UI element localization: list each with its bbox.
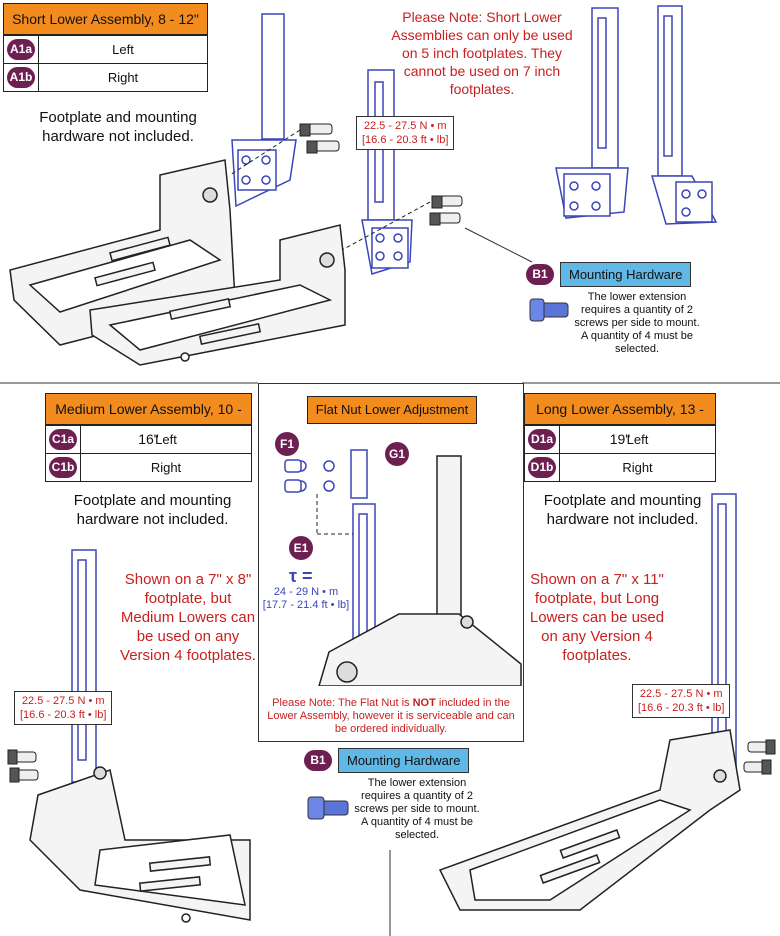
callout-g1: G1 [385, 442, 409, 466]
mounting-hardware-title: Mounting Hardware [338, 748, 470, 773]
medium-torque-spec: 22.5 - 27.5 N • m [16.6 - 20.3 ft • lb] [14, 691, 113, 725]
table-row: A1a Left [4, 35, 207, 63]
long-torque-spec: 22.5 - 27.5 N • m [16.6 - 20.3 ft • lb] [632, 684, 731, 718]
part-code-badge: A1b [7, 67, 35, 88]
table-row: C1b Right [46, 453, 251, 481]
long-lower-note: Footplate and mounting hardware not incl… [543, 492, 702, 528]
mounting-hardware-text: The lower extension requires a quantity … [574, 291, 700, 355]
side-label: Right [559, 454, 715, 481]
torque-nm: 22.5 - 27.5 N • m [363, 120, 447, 132]
part-code-badge: B1 [526, 264, 554, 285]
mounting-hardware-text: The lower extension requires a quantity … [354, 777, 480, 841]
torque-nm: 24 - 29 N • m [273, 586, 339, 598]
part-code-badge: B1 [304, 750, 332, 771]
torque-ftlb: [16.6 - 20.3 ft • lb] [20, 709, 107, 721]
part-code-badge: A1a [7, 39, 35, 60]
flat-nut-note-end: included in the Lower Assembly, however … [267, 697, 515, 735]
callout-f1: F1 [275, 432, 299, 456]
side-label: Left [80, 426, 251, 453]
medium-lower-shown-note: Shown on a 7" x 8" footplate, but Medium… [120, 571, 256, 664]
flat-nut-note-bold: NOT [412, 697, 436, 709]
side-label: Right [80, 454, 251, 481]
flat-nut-note: Please Note: The Flat Nut is NOT include… [267, 697, 515, 736]
mounting-hardware-card-top: B1 Mounting Hardware The lower extension… [526, 262, 706, 356]
medium-lower-table: Medium Lower Assembly, 10 - 16" C1a Left… [45, 393, 252, 482]
medium-lower-note: Footplate and mounting hardware not incl… [73, 492, 232, 528]
flat-nut-header: Flat Nut Lower Adjustment [307, 396, 477, 424]
table-row: A1b Right [4, 63, 207, 91]
torque-nm: 22.5 - 27.5 N • m [639, 688, 723, 700]
torque-ftlb: [16.6 - 20.3 ft • lb] [362, 134, 449, 146]
medium-lower-illustration [7, 549, 251, 923]
part-code-badge: C1a [49, 429, 77, 450]
torque-ftlb: [16.6 - 20.3 ft • lb] [638, 702, 725, 714]
mounting-hardware-card-bottom: B1 Mounting Hardware The lower extension… [304, 748, 484, 842]
table-row: C1a Left [46, 425, 251, 453]
short-lower-header: Short Lower Assembly, 8 - 12" [4, 4, 207, 35]
table-row: D1b Right [525, 453, 715, 481]
flat-nut-torque: 24 - 29 N • m [17.7 - 21.4 ft • lb] [261, 586, 351, 612]
long-lower-illustration [438, 493, 776, 911]
short-lower-pair-illustration [555, 5, 718, 225]
short-lower-illustration [9, 13, 463, 366]
callout-e1: E1 [289, 536, 313, 560]
long-lower-shown-note: Shown on a 7" x 11" footplate, but Long … [529, 571, 665, 664]
flat-nut-note-start: Please Note: The Flat Nut is [272, 697, 413, 709]
side-label: Right [38, 64, 207, 91]
flat-nut-panel: Flat Nut Lower Adjustment F1 G1 E1 τ = 2… [258, 383, 524, 742]
part-code-badge: D1a [528, 429, 556, 450]
short-lower-note: Footplate and mounting hardware not incl… [39, 109, 197, 145]
medium-lower-header: Medium Lower Assembly, 10 - 16" [46, 394, 251, 447]
long-lower-header: Long Lower Assembly, 13 - 19" [525, 394, 715, 447]
side-label: Left [38, 36, 207, 63]
screw-icon [307, 796, 349, 820]
short-torque-spec: 22.5 - 27.5 N • m [16.6 - 20.3 ft • lb] [356, 116, 455, 150]
part-code-badge: D1b [528, 457, 556, 478]
table-row: D1a Left [525, 425, 715, 453]
side-label: Left [559, 426, 715, 453]
short-lower-table: Short Lower Assembly, 8 - 12" A1a Left A… [3, 3, 208, 92]
long-lower-table: Long Lower Assembly, 13 - 19" D1a Left D… [524, 393, 716, 482]
short-lower-restriction-note: Please Note: Short Lower Assemblies can … [391, 9, 573, 97]
part-code-badge: C1b [49, 457, 77, 478]
torque-symbol: τ = [289, 566, 313, 586]
flat-nut-illustration [284, 449, 522, 686]
mounting-hardware-title: Mounting Hardware [560, 262, 692, 287]
torque-ftlb: [17.7 - 21.4 ft • lb] [262, 599, 350, 611]
screw-icon [529, 298, 569, 322]
torque-nm: 22.5 - 27.5 N • m [21, 695, 105, 707]
